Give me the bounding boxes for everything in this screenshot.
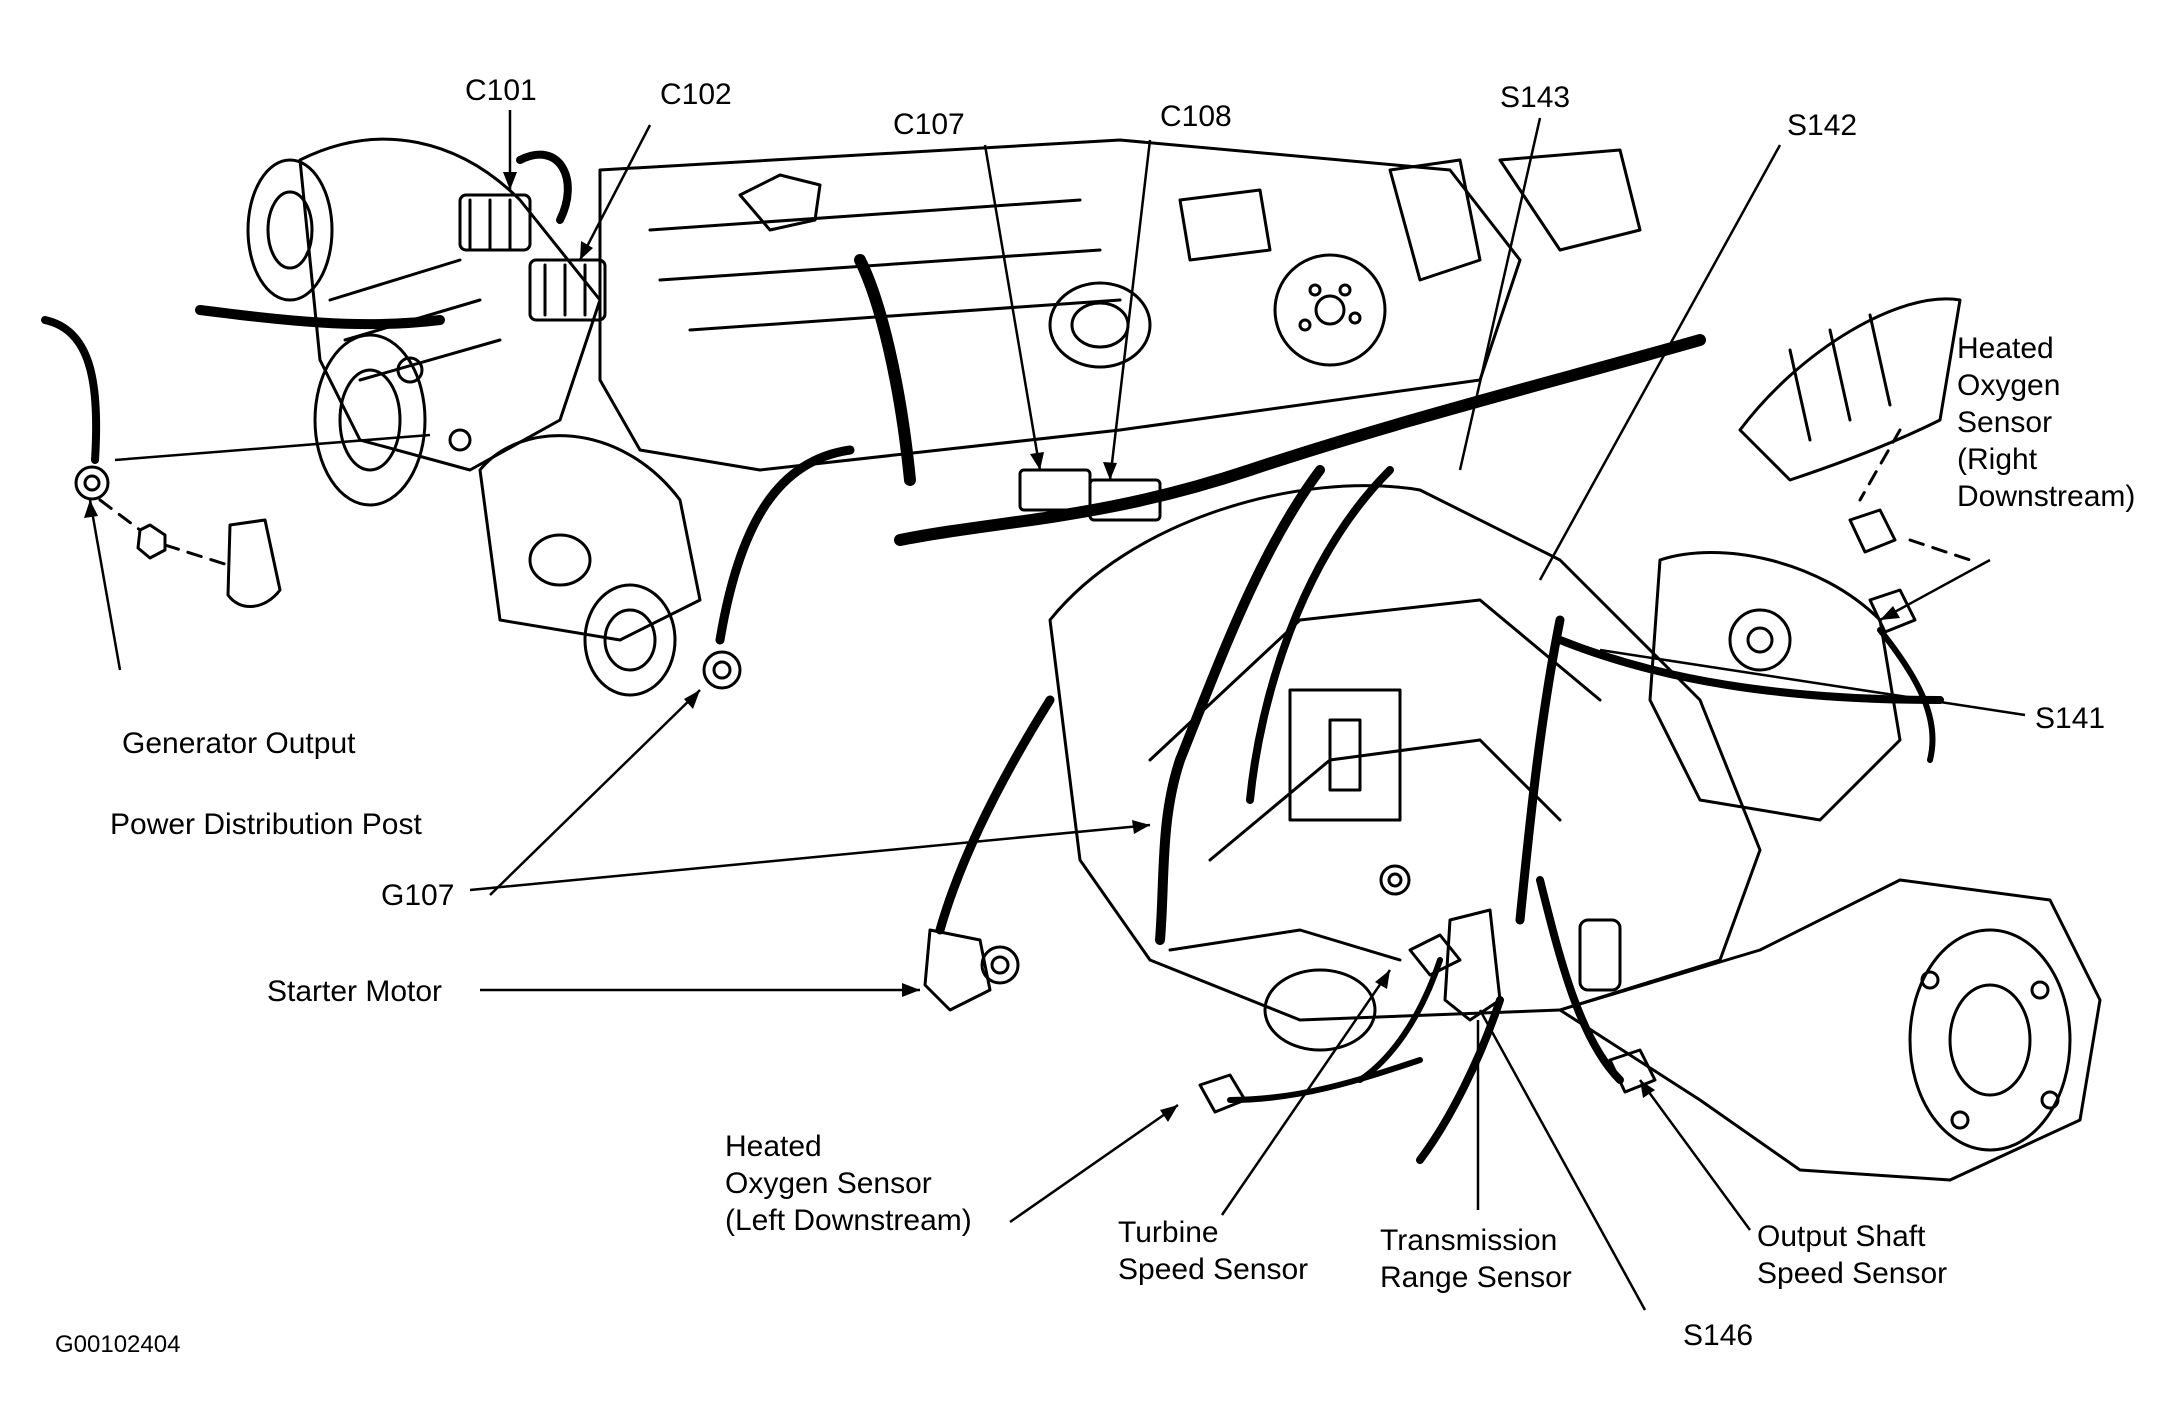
ho2s-right-downstream-label: Heated Oxygen Sensor (Right Downstream) — [1957, 332, 2136, 513]
c102-label: C102 — [660, 78, 732, 111]
c101-connector-drawing — [458, 193, 532, 252]
ho2s-left-downstream-label: Heated Oxygen Sensor (Left Downstream) — [725, 1130, 972, 1237]
figure-id: G00102404 — [55, 1331, 181, 1358]
engine-block-drawing — [598, 138, 1642, 472]
transmission-drawing — [1048, 484, 1762, 1052]
transmission-range-sensor-label: Transmission Range Sensor — [1380, 1224, 1572, 1294]
turbine-speed-sensor-label: Turbine Speed Sensor — [1118, 1216, 1309, 1286]
s143-label: S143 — [1500, 81, 1571, 114]
c108-label: C108 — [1160, 100, 1232, 133]
leader-arrowheads — [84, 172, 1900, 1122]
generator-drawing — [246, 137, 602, 507]
leader-lines — [88, 110, 2026, 1311]
c101-label: C101 — [465, 74, 537, 107]
power-distribution-post-label: Power Distribution Post — [110, 808, 422, 841]
s141-label: S141 — [2035, 702, 2106, 735]
s146-label: S146 — [1683, 1319, 1754, 1352]
starter-motor-label: Starter Motor — [267, 975, 443, 1008]
output-shaft-speed-sensor-label: Output Shaft Speed Sensor — [1757, 1220, 1948, 1290]
c107-label: C107 — [893, 108, 965, 141]
c108-connector-drawing — [1088, 478, 1162, 522]
generator-output-label: Generator Output — [122, 727, 356, 760]
c107-connector-drawing — [1018, 468, 1092, 512]
s142-label: S142 — [1787, 109, 1858, 142]
g107-label: G107 — [381, 879, 455, 912]
c102-connector-drawing — [528, 258, 607, 322]
